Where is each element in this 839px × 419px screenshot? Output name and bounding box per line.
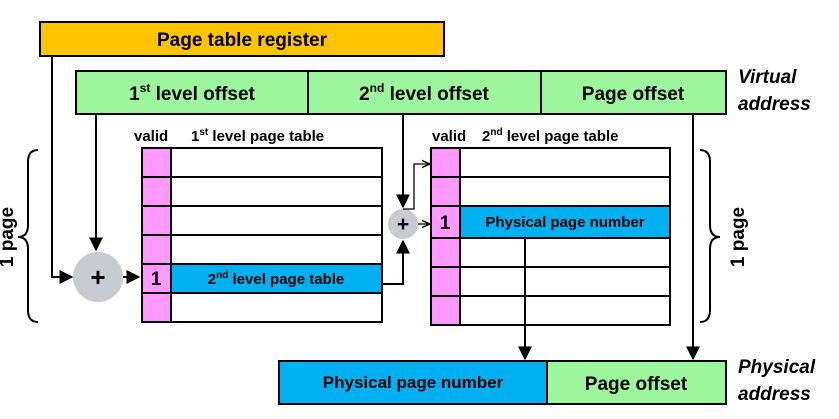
first-table-title: 1st level page table [191,127,324,145]
first-table-valid-cell [141,263,172,294]
physical-address-caption-line2: address [738,384,811,405]
first-table-valid-cell [141,205,172,236]
physical-page-number-field: Physical page number [323,373,504,392]
second-table-row [459,237,671,268]
right-page-label: 1 page [728,207,749,267]
second-table-entry-valid: 1 [440,213,451,234]
second-table-row [459,295,671,326]
left-page-label: 1 page [0,207,18,267]
virtual-address-caption-line1: Virtual [738,67,797,88]
first-table-to-adder-arrow [382,239,410,285]
virtual-address-caption-line2: address [738,94,811,115]
connectors [51,56,700,361]
right-page-brace: 1 page [699,149,749,323]
virtual-address: 1st level offset 2nd level offset Page o… [75,67,811,115]
first-table-valid-cell [141,147,172,178]
first-table-row [170,292,383,323]
second-table-title: 2nd level page table [482,127,618,145]
first-table-valid-cell [141,292,172,323]
second-table-row [459,266,671,297]
second-table-row [459,147,671,178]
page-offset-field: Page offset [582,84,685,105]
page-table-register: Page table register [39,21,445,57]
second-table-entry [459,205,671,239]
second-level-page-table: valid 2nd level page table 1 Physical pag… [430,127,671,326]
second-table-valid-cell [430,176,461,207]
second-table-valid-cell [430,237,461,268]
first-table-valid-cell [141,234,172,265]
left-page-brace: 1 page [0,149,39,323]
second-table-base-arrow [403,164,430,210]
first-table-entry [170,263,383,294]
first-adder-plus-icon: + [90,262,105,292]
physical-page-offset-field: Page offset [585,374,688,395]
second-table-valid-cell [430,295,461,326]
first-level-offset-field: 1st level offset [129,81,255,105]
first-table-entry-label: 2nd level page table [208,270,344,288]
first-level-page-table: valid 1st level page table 1 2nd level pa… [134,127,383,323]
first-table-row [170,205,383,236]
second-table-valid-cell [430,147,461,178]
second-table-valid-cell [430,266,461,297]
second-table-valid-header: valid [432,128,466,145]
register-to-adder-arrow [51,56,74,284]
first-table-valid-cell [141,176,172,207]
first-table-row [170,176,383,207]
second-adder: + [388,209,418,239]
first-table-valid-header: valid [134,128,168,145]
first-table-row [170,147,383,178]
physical-address: Physical page number Page offset Physica… [278,357,816,405]
second-level-offset-field: 2nd level offset [359,81,489,105]
page-table-register-label: Page table register [157,30,328,51]
physical-address-caption-line1: Physical [738,357,816,378]
second-table-entry-label: Physical page number [485,214,644,231]
first-adder: + [73,252,123,302]
first-table-entry-valid: 1 [151,269,162,290]
second-adder-plus-icon: + [397,213,409,236]
first-table-row [170,234,383,265]
second-table-row [459,176,671,207]
